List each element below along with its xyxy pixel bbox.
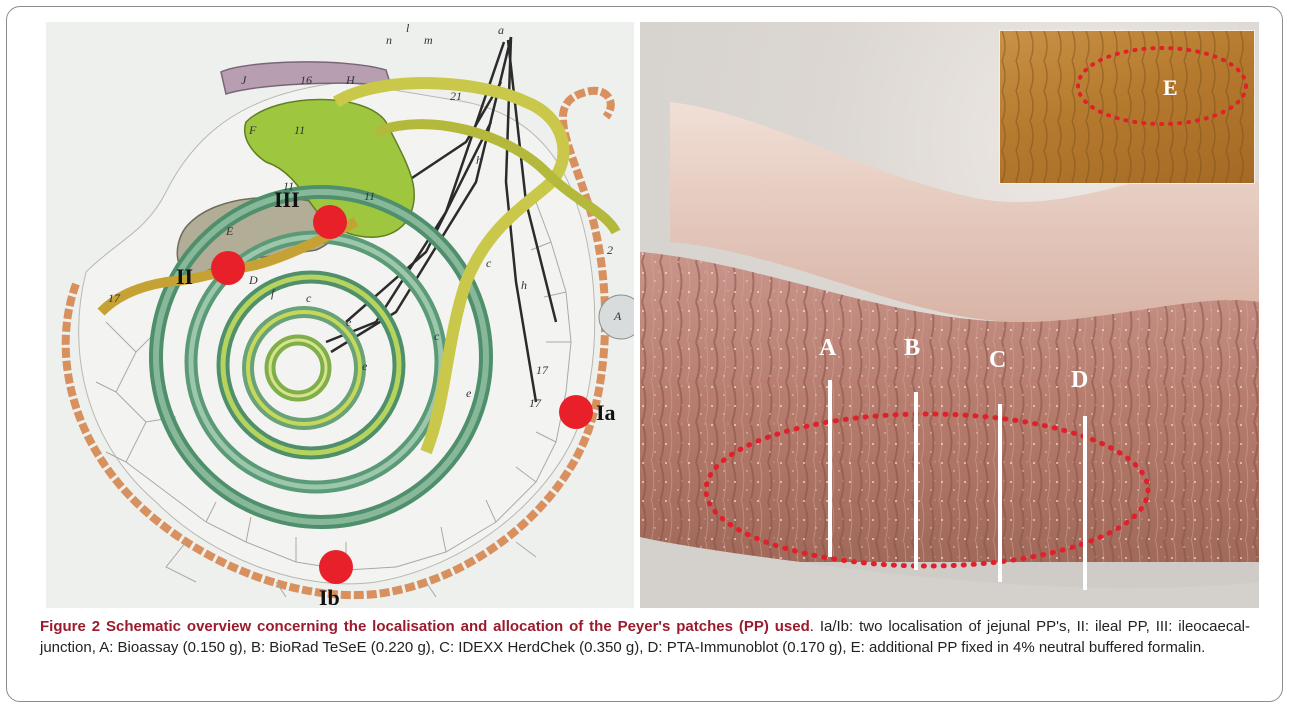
svg-text:h: h (476, 153, 482, 167)
svg-text:17: 17 (108, 291, 121, 305)
svg-text:n: n (386, 33, 392, 47)
figure-caption: Figure 2 Schematic overview concerning t… (40, 616, 1250, 658)
label-Ia: Ia (596, 400, 616, 425)
svg-text:e: e (466, 386, 472, 400)
svg-text:c: c (434, 329, 440, 343)
inset-photo-E: E (999, 30, 1255, 184)
inset-folds (1000, 31, 1254, 183)
svg-text:2: 2 (607, 243, 613, 257)
svg-text:H: H (345, 73, 356, 87)
svg-text:e: e (346, 315, 352, 329)
svg-text:F: F (248, 123, 257, 137)
inset-label-E: E (1163, 75, 1178, 100)
cut-label-D: D (1071, 367, 1088, 393)
svg-text:J: J (241, 73, 247, 87)
schematic-drawing: J 16 H n l m a 21 F 11 11 11 E D f c c c… (46, 22, 634, 608)
cut-label-C: C (989, 347, 1006, 373)
label-Ib: Ib (319, 585, 340, 608)
marker-Ia (559, 395, 593, 429)
cut-label-A: A (819, 335, 837, 361)
svg-text:E: E (225, 224, 234, 238)
svg-text:c: c (486, 256, 492, 270)
marker-Ib (319, 550, 353, 584)
svg-text:17: 17 (536, 363, 549, 377)
svg-text:e: e (362, 359, 368, 373)
svg-text:m: m (424, 33, 433, 47)
intestine-schematic: J 16 H n l m a 21 F 11 11 11 E D f c c c… (46, 22, 634, 608)
svg-text:c: c (306, 291, 312, 305)
svg-text:16: 16 (300, 73, 312, 87)
svg-text:11: 11 (294, 123, 305, 137)
svg-text:l: l (406, 22, 410, 35)
tissue-photo: A B C D E (640, 22, 1259, 608)
inset-drawing: E (1000, 31, 1254, 183)
svg-text:21: 21 (450, 89, 462, 103)
svg-text:A: A (613, 309, 622, 323)
caption-title: Figure 2 Schematic overview concerning t… (40, 618, 810, 635)
svg-text:11: 11 (364, 189, 375, 203)
svg-text:17: 17 (529, 396, 542, 410)
cut-label-B: B (904, 335, 920, 361)
svg-text:D: D (248, 273, 258, 287)
marker-III (313, 205, 347, 239)
label-III: III (274, 187, 300, 212)
svg-text:h: h (521, 278, 527, 292)
svg-text:a: a (498, 23, 504, 37)
label-II: II (176, 264, 193, 289)
marker-II (211, 251, 245, 285)
